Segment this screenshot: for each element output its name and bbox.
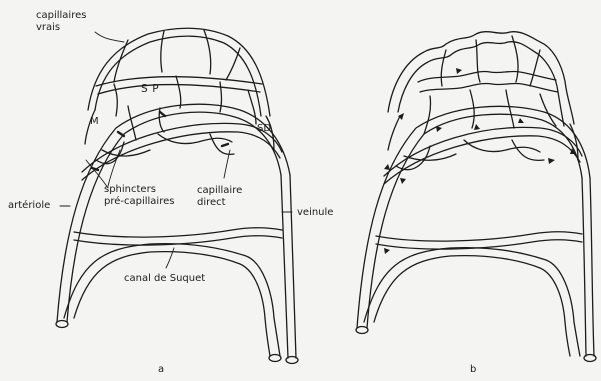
label-canal-de-suquet: canal de Suquet <box>124 273 205 284</box>
label-sp: S P <box>141 84 159 95</box>
label-capillaires-vrais-2: vrais <box>36 22 60 33</box>
veinule-opening <box>286 357 298 364</box>
label-capillaire-direct-1: capillaire <box>197 185 242 196</box>
canal-de-suquet <box>64 244 281 362</box>
label-veinule: veinule <box>297 207 333 218</box>
diagram-a <box>56 28 298 363</box>
label-capillaires-vrais-1: capillaires <box>36 10 86 21</box>
label-sd: SD <box>257 123 271 134</box>
label-sphincters-2: pré-capillaires <box>104 196 174 207</box>
inner-vessels-b <box>384 127 582 184</box>
flow-arrows <box>384 68 576 254</box>
label-m: M <box>90 116 99 127</box>
capillaire-direct <box>82 106 282 180</box>
arteriole-vessel <box>57 104 290 322</box>
veinule-vessel <box>290 175 296 358</box>
label-capillaire-direct-2: direct <box>197 197 226 208</box>
arteriole-opening <box>56 321 68 328</box>
label-sphincters-1: sphincters <box>104 184 156 195</box>
label-arteriole: artériole <box>8 200 50 211</box>
diagram-b <box>356 32 596 362</box>
label-panel-a: a <box>158 364 164 375</box>
label-panel-b: b <box>470 364 476 375</box>
